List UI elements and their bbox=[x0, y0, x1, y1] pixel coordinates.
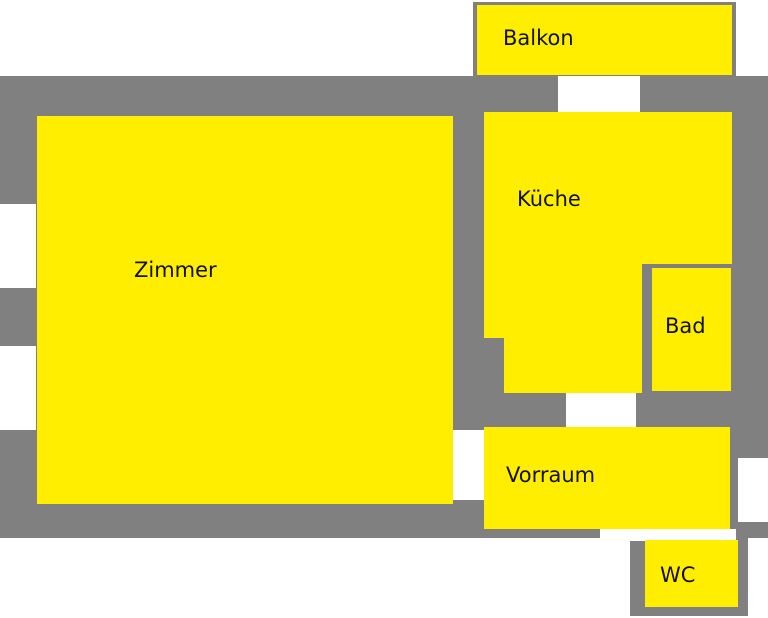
label-vorraum: Vorraum bbox=[506, 463, 596, 487]
window-left-lower bbox=[0, 346, 36, 430]
room-vorraum bbox=[484, 427, 730, 529]
room-hall-door-opening bbox=[453, 430, 485, 500]
label-balkon: Balkon bbox=[503, 26, 574, 50]
room-balkon bbox=[477, 5, 732, 75]
room-kueche-lower bbox=[484, 262, 642, 338]
window-left-upper bbox=[0, 204, 36, 288]
balcony-door-opening bbox=[558, 76, 640, 112]
room-kueche-upper bbox=[484, 112, 732, 264]
label-bad: Bad bbox=[665, 314, 706, 338]
room-zimmer bbox=[37, 116, 453, 504]
label-kueche: Küche bbox=[517, 187, 581, 211]
room-wc bbox=[645, 540, 738, 607]
label-wc: WC bbox=[660, 563, 696, 587]
entrance-opening bbox=[600, 529, 736, 541]
room-bad bbox=[652, 268, 731, 391]
window-right-hall bbox=[738, 458, 768, 522]
kitchen-hall-door-opening bbox=[566, 393, 636, 427]
room-kueche-bottom bbox=[504, 336, 642, 393]
label-zimmer: Zimmer bbox=[134, 258, 217, 282]
